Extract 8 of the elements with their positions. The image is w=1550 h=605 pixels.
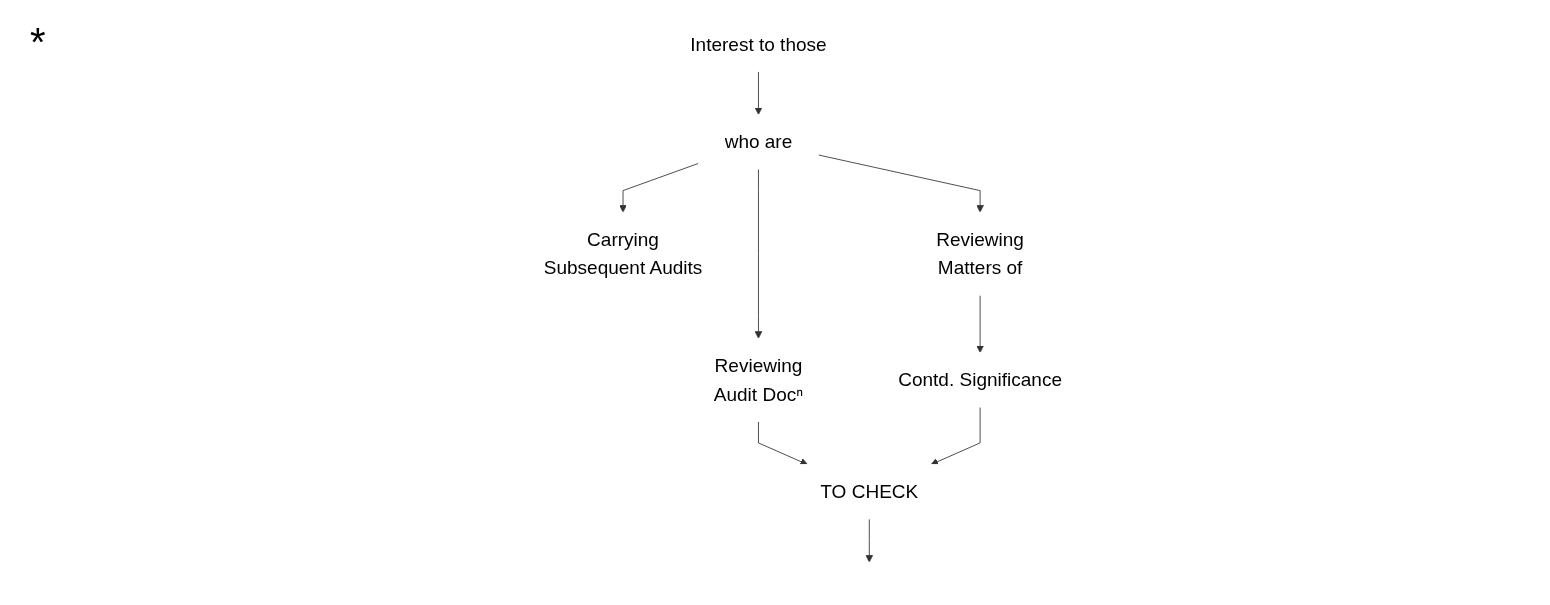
node-text: who are (724, 130, 793, 153)
node-text: TO CHECK (820, 480, 919, 503)
node-text: Reviewing Matters of (936, 228, 1024, 279)
node-text: Carrying Subsequent Audits (543, 228, 703, 279)
node-text: Contd. Significance (898, 369, 1062, 391)
node-text: Interest to those (690, 33, 827, 55)
node-text: Reviewing Audit Docⁿ (713, 354, 804, 405)
bullet-mark: * (30, 20, 46, 65)
